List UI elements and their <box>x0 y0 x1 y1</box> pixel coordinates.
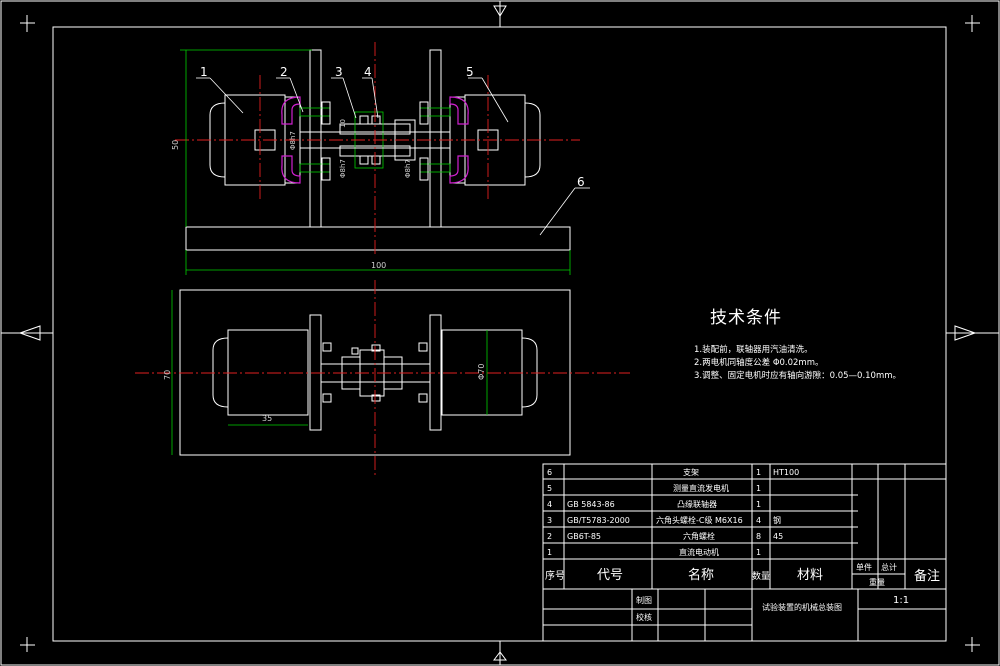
bom-header-qty: 数量 <box>752 570 770 582</box>
drawing-title: 试验装置的机械总装图 <box>762 602 842 612</box>
dim-motor-len: 35 <box>262 414 272 423</box>
tech-requirement-item: 1.装配前，联轴器用汽油清洗。 <box>694 345 813 355</box>
sheet-frame <box>52 26 947 642</box>
scale-value: 1:1 <box>893 595 909 606</box>
bom-header-total: 总计 <box>881 562 897 572</box>
callout-2: 2 <box>280 65 288 79</box>
title-block <box>542 588 947 642</box>
bom-header-code: 代号 <box>597 568 623 583</box>
bom-header-weight: 重量 <box>869 577 885 587</box>
tech-requirement-item: 2.两电机同轴度公差 Φ0.02mm。 <box>694 358 824 368</box>
bom-row-no: 1 <box>547 548 552 557</box>
bom-row-qty: 4 <box>756 516 761 525</box>
bom-row-name: 六角螺栓 <box>683 531 715 541</box>
bom-row-qty: 1 <box>756 548 761 557</box>
callout-3: 3 <box>335 65 343 79</box>
bom-row-name: 凸缘联轴器 <box>677 499 717 509</box>
bom-row-qty: 1 <box>756 500 761 509</box>
bom-row-name: 六角头螺栓-C级 M6X16 <box>656 515 743 525</box>
bom-row-name: 测量直流发电机 <box>673 483 729 493</box>
tech-requirements-title: 技术条件 <box>710 308 782 328</box>
bom-row-material: HT100 <box>773 468 799 477</box>
tech-requirement-item: 3.调整、固定电机时应有轴向游隙：0.05—0.10mm。 <box>694 371 902 381</box>
bom-row-no: 6 <box>547 468 552 477</box>
dim-length-top: 100 <box>371 261 386 270</box>
bom-row-code: GB/T5783-2000 <box>567 516 630 525</box>
bom-header-name: 名称 <box>688 567 714 583</box>
bom-header-unit: 单件 <box>856 562 872 572</box>
bom-row-material: 钢 <box>773 515 781 525</box>
bom-row-name: 支架 <box>683 467 699 477</box>
base-plate <box>185 226 571 251</box>
bom-row-material: 45 <box>773 532 783 541</box>
front-view: 50 100 10 Φ8h7 Φ8h7 Φ8h7 1 2 3 4 5 6 <box>171 42 590 275</box>
bom-row-code: GB 5843-86 <box>567 500 615 509</box>
bom-row-qty: 1 <box>756 484 761 493</box>
plan-view: 70 35 Φ70 <box>135 280 630 475</box>
dim-shaft-small: 10 <box>339 119 347 128</box>
bom-row-no: 2 <box>547 532 552 541</box>
callout-5: 5 <box>466 65 474 79</box>
checked-label: 校核 <box>636 612 652 622</box>
callout-4: 4 <box>364 65 372 79</box>
bom-row-qty: 1 <box>756 468 761 477</box>
bom-row-name: 直流电动机 <box>679 547 719 557</box>
bom-row-no: 3 <box>547 516 552 525</box>
bom-row-no: 4 <box>547 500 552 509</box>
callout-6: 6 <box>577 175 585 189</box>
bom-header-remark: 备注 <box>914 568 940 584</box>
dim-fit-3: Φ8h7 <box>404 159 412 178</box>
dim-fit-1: Φ8h7 <box>289 131 297 150</box>
bom-header-no: 序号 <box>545 569 565 582</box>
bom-row-code: GB6T-85 <box>567 532 601 541</box>
dim-height-plan: 70 <box>163 370 172 380</box>
drawn-label: 制图 <box>636 595 652 605</box>
dim-fit-2: Φ8h7 <box>339 159 347 178</box>
dim-motor-dia: Φ70 <box>477 364 486 380</box>
bom-header-material: 材料 <box>797 568 823 583</box>
bom-row-qty: 8 <box>756 532 761 541</box>
dim-height-top: 50 <box>171 140 180 150</box>
bom-row-no: 5 <box>547 484 552 493</box>
callout-1: 1 <box>200 65 208 79</box>
